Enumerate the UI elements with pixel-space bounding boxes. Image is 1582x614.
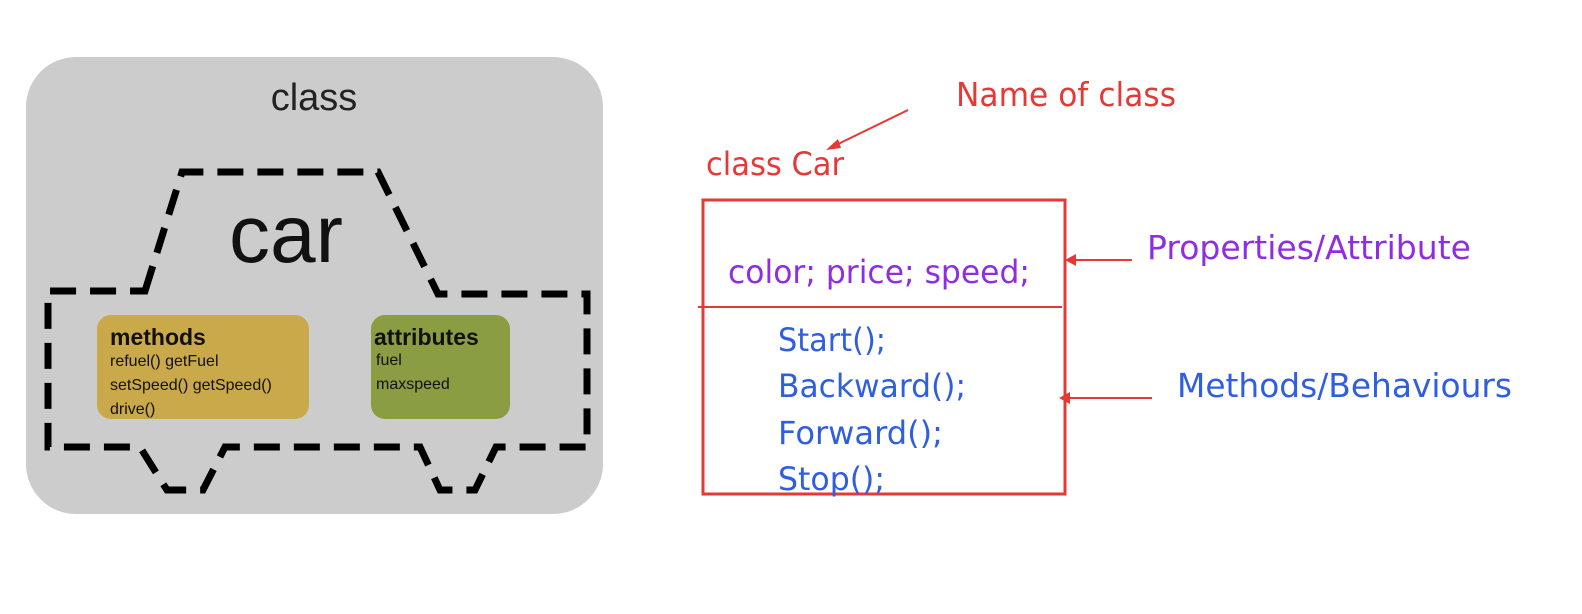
name-arrow-line	[831, 109, 909, 148]
class-box	[701, 198, 1067, 496]
method-item: Backward();	[778, 367, 966, 405]
name-of-class-annotation: Name of class	[956, 75, 1176, 114]
car-outline-dashed	[44, 168, 591, 494]
methods-line: refuel() getFuel	[110, 353, 219, 370]
attributes-line-text: color; price; speed;	[728, 253, 1030, 291]
method-item: Forward();	[778, 414, 943, 452]
methods-box	[97, 315, 309, 419]
methods-line: setSpeed() getSpeed()	[110, 377, 272, 394]
attributes-line: fuel	[376, 352, 402, 369]
class-name: class Car	[706, 145, 845, 183]
properties-arrow-head	[1065, 254, 1076, 266]
method-item: Start();	[778, 321, 886, 359]
name-arrow-head	[826, 139, 841, 150]
attributes-title: attributes	[374, 324, 479, 350]
methods-arrow-head	[1059, 392, 1070, 404]
properties-annotation: Properties/Attribute	[1147, 228, 1471, 267]
class-label: class	[271, 77, 358, 119]
attributes-line: maxspeed	[376, 376, 450, 393]
attributes-box	[371, 315, 510, 419]
methods-title: methods	[110, 324, 206, 350]
methods-annotation: Methods/Behaviours	[1177, 366, 1512, 405]
method-item: Stop();	[778, 460, 885, 498]
car-label: car	[229, 189, 343, 280]
methods-line: drive()	[110, 401, 155, 418]
